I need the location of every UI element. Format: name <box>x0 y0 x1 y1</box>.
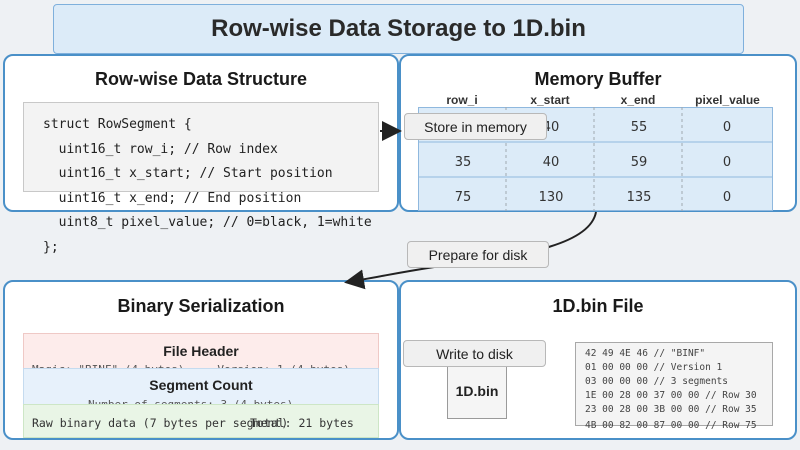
code-line: uint8_t pixel_value; // 0=black, 1=white <box>43 215 372 230</box>
segment-count-section: Segment Count Number of segments: 3 (4 b… <box>23 368 379 411</box>
mem-header-row-i: row_i <box>446 93 478 107</box>
mem-header-x-end: x_end <box>620 93 656 107</box>
segment-data-text: Raw binary data (7 bytes per segment) <box>32 416 289 430</box>
mem-cell: 59 <box>630 155 648 170</box>
code-line: uint16_t x_start; // Start position <box>43 166 333 181</box>
segment-count-title: Segment Count <box>149 377 253 393</box>
code-line: }; <box>43 240 59 255</box>
hex-line: 01 00 00 00 // Version 1 <box>585 362 723 373</box>
mem-cell: 55 <box>630 120 648 135</box>
hex-dump-box <box>575 342 773 426</box>
store-in-memory-label: Store in memory <box>404 113 547 140</box>
hex-line: 23 00 28 00 3B 00 00 // Row 35 <box>585 404 757 415</box>
mem-cell: 130 <box>538 190 564 205</box>
memory-buffer-title: Memory Buffer <box>534 69 662 89</box>
mem-cell: 135 <box>626 190 652 205</box>
file-header-title: File Header <box>163 343 239 359</box>
mem-cell: 35 <box>454 155 472 170</box>
code-line: struct RowSegment { <box>43 117 192 132</box>
mem-cell: 0 <box>722 190 732 205</box>
file-icon-label: 1D.bin <box>455 383 499 399</box>
hex-line: 4B 00 82 00 87 00 00 // Row 75 <box>585 420 757 431</box>
write-to-disk-label: Write to disk <box>403 340 546 367</box>
hex-line: 42 49 4E 46 // "BINF" <box>585 348 706 359</box>
segment-data-total: Total: 21 bytes <box>250 416 354 430</box>
segment-data-section: Raw binary data (7 bytes per segment) To… <box>23 404 379 438</box>
row-structure-title: Row-wise Data Structure <box>94 69 308 89</box>
hex-line: 1E 00 28 00 37 00 00 // Row 30 <box>585 390 757 401</box>
mem-header-x-start: x_start <box>530 93 570 107</box>
mem-cell: 0 <box>722 155 732 170</box>
page-title: Row-wise Data Storage to 1D.bin <box>53 4 744 54</box>
struct-code-box <box>23 102 379 192</box>
mem-header-pixel-value: pixel_value <box>695 93 760 107</box>
mem-cell: 0 <box>722 120 732 135</box>
mem-cell: 40 <box>542 155 560 170</box>
mem-cell: 75 <box>454 190 472 205</box>
binary-serialization-title: Binary Serialization <box>117 296 285 316</box>
code-line: uint16_t x_end; // End position <box>43 191 302 206</box>
file-header-section: File Header Magic: "BINF" (4 bytes) Vers… <box>23 333 379 376</box>
file-icon: 1D.bin <box>447 363 507 419</box>
file-1d-title: 1D.bin File <box>552 296 644 316</box>
prepare-for-disk-label: Prepare for disk <box>407 241 549 268</box>
code-line: uint16_t row_i; // Row index <box>43 142 278 157</box>
hex-line: 03 00 00 00 // 3 segments <box>585 376 728 387</box>
memory-table-grid <box>418 107 773 211</box>
